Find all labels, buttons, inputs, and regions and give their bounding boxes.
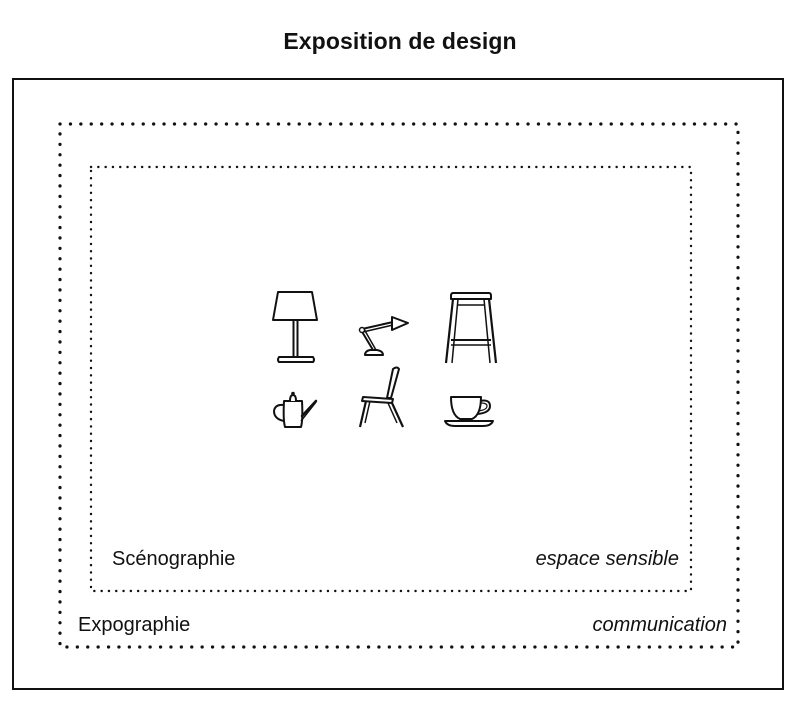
chair-icon bbox=[357, 365, 413, 431]
cup-icon bbox=[443, 393, 499, 429]
stool-icon bbox=[443, 290, 499, 366]
scenographie-label: Scénographie bbox=[112, 548, 236, 570]
desk-lamp-icon bbox=[355, 310, 413, 360]
espace-sensible-label: espace sensible bbox=[535, 548, 679, 570]
middle-dotted-frame bbox=[58, 122, 740, 649]
diagram-title: Exposition de design bbox=[283, 28, 517, 54]
outer-frame bbox=[12, 78, 784, 690]
inner-dotted-frame bbox=[89, 165, 693, 593]
teapot-icon bbox=[270, 390, 326, 430]
communication-label: communication bbox=[592, 614, 727, 636]
design-objects bbox=[260, 285, 520, 435]
expographie-label: Expographie bbox=[78, 614, 191, 636]
lamp-icon bbox=[270, 290, 322, 368]
